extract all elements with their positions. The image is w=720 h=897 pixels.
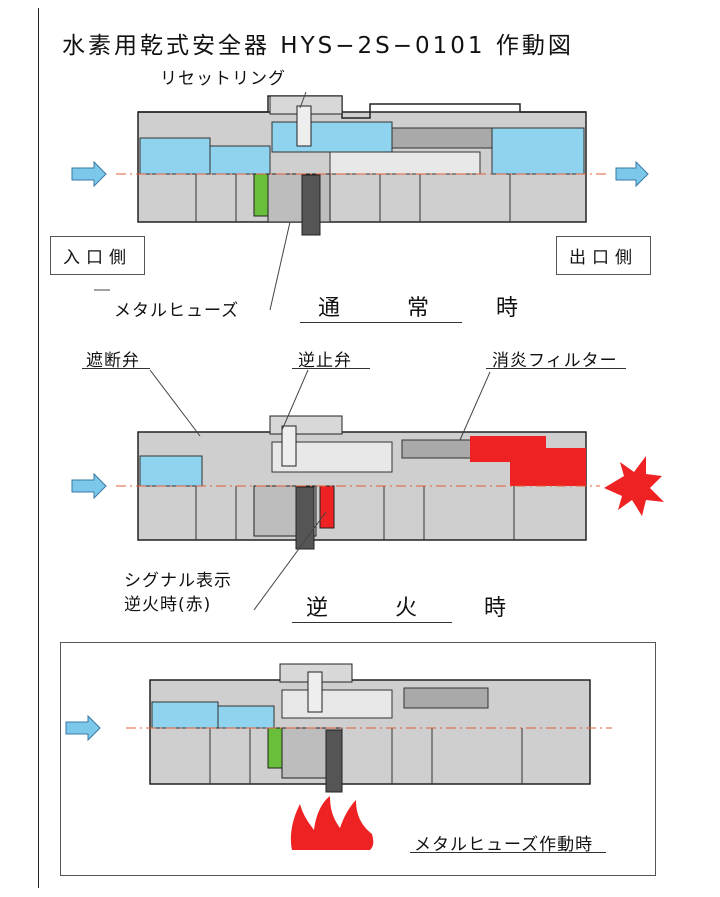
state-fuse-activated-label: メタルヒューズ作動時 [414, 835, 594, 855]
inlet-side-label: 入口側 [50, 236, 145, 275]
valve-normal-state [71, 95, 649, 236]
check-valve-label: 逆止弁 [298, 351, 352, 371]
reset-ring-label: リセットリング [160, 69, 286, 89]
flame-filter-label: 消炎フィルター [492, 351, 618, 371]
state-normal-underline [300, 322, 462, 323]
drawing-frame [38, 8, 715, 888]
explosion-icon [604, 456, 664, 516]
signal-label-line2: 逆火時(赤) [124, 595, 212, 615]
state-fuse-activated-underline [410, 852, 606, 853]
reset-ring-leader [299, 91, 307, 109]
valve-fuse-activated-state [65, 663, 612, 850]
state-normal-label: 通 常 時 [318, 296, 548, 321]
check-valve-leader [281, 369, 309, 431]
valve-backfire-state [71, 415, 664, 550]
shutoff-valve-label: 遮断弁 [86, 351, 140, 371]
metal-fuse-leader [269, 221, 291, 311]
state-backfire-underline [292, 622, 452, 623]
page-title: 水素用乾式安全器 HYS−2S−0101 作動図 [62, 33, 574, 59]
signal-label-line1: シグナル表示 [124, 571, 232, 591]
flame-icon [290, 796, 374, 850]
outlet-side-label: 出口側 [556, 236, 651, 275]
shutoff-valve-leader [149, 369, 201, 437]
fuse-activated-panel [60, 642, 656, 876]
flame-filter-leader [459, 371, 491, 441]
state-backfire-label: 逆 火 時 [306, 596, 536, 621]
signal-leader [253, 511, 327, 611]
metal-fuse-label: メタルヒューズ [114, 301, 240, 321]
